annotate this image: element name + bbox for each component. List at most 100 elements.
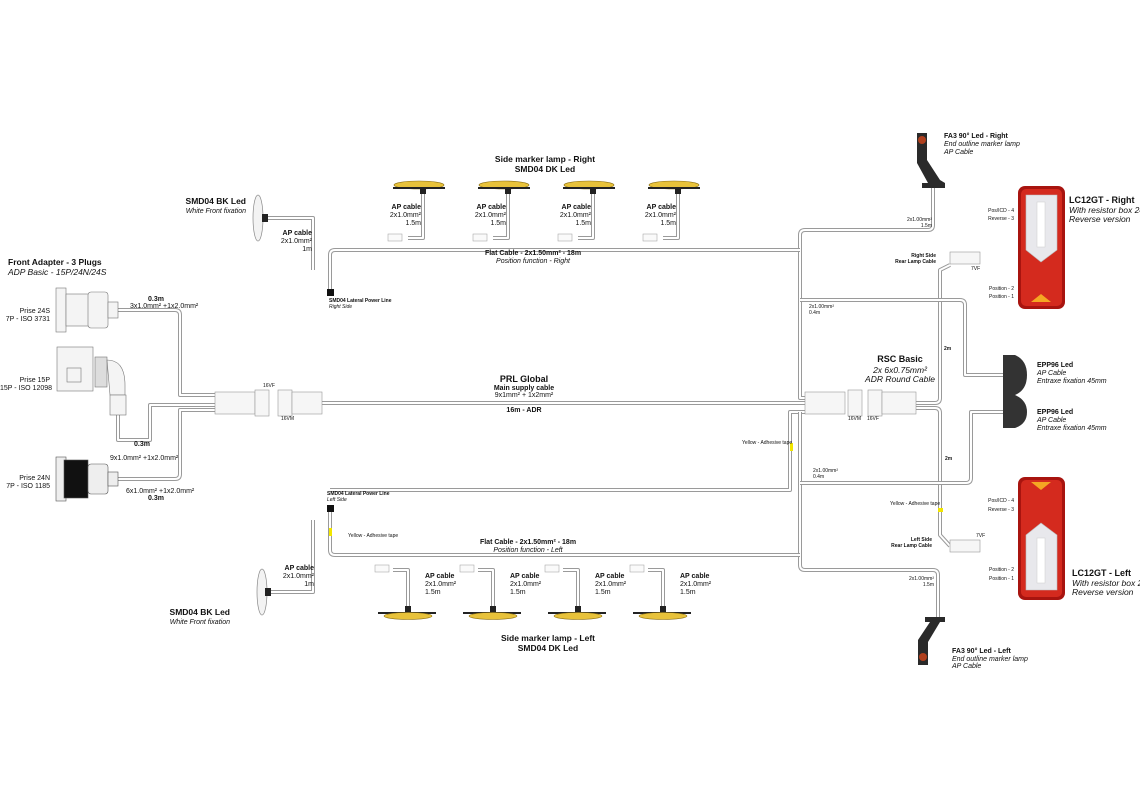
cable xyxy=(118,309,215,396)
cable-connector xyxy=(642,233,658,242)
cable-gland xyxy=(660,606,666,612)
rsc-line1: 2x 6x0.75mm² xyxy=(873,365,927,375)
branch-left-length: 0.4m xyxy=(813,474,825,480)
connector-16vm-label: 16VM xyxy=(281,416,295,422)
smd04-bk-left-cable: AP cable xyxy=(284,565,314,572)
rsc-connector-m: 16VM xyxy=(848,416,862,422)
plug-24n-spec: 7P - ISO 1185 xyxy=(6,483,50,490)
epp96-top-title: EPP96 Led xyxy=(1037,362,1074,369)
epp96-bottom-title: EPP96 Led xyxy=(1037,409,1074,416)
fa3-right-line1: End outline marker lamp xyxy=(944,141,1020,148)
plug-24s-length: 0.3m xyxy=(148,296,164,303)
rear-cable-left-title: Left Side xyxy=(910,537,932,543)
plug-24s-spec: 7P - ISO 3731 xyxy=(5,316,50,323)
side-marker-left-title: Side marker lamp - Left xyxy=(500,633,596,643)
rsc-connector-f: 16VF xyxy=(867,416,879,422)
plug-24s-name: Prise 24S xyxy=(19,308,50,315)
cable-connector xyxy=(472,233,488,242)
cable xyxy=(916,406,952,548)
plug-24n-length: 0.3m xyxy=(148,495,164,502)
cable-gland xyxy=(420,188,426,194)
cable xyxy=(563,569,579,608)
smd04-bk-left-subtitle: White Front fixation xyxy=(169,619,230,626)
cable xyxy=(329,512,800,556)
plug-15p-name: Prise 15P xyxy=(19,377,50,384)
cable-gland xyxy=(490,606,496,612)
fa3-right-icon xyxy=(917,133,945,188)
front-adapter-title: Front Adapter - 3 Plugs xyxy=(8,257,102,267)
lc12gt-right-pin: Position - 2 xyxy=(988,286,1014,292)
cable xyxy=(393,569,409,608)
lamp-base xyxy=(393,187,445,189)
lc12gt-left-pin: Reverse - 3 xyxy=(988,507,1014,513)
plug-24n-name: Prise 24N xyxy=(19,475,50,482)
power-line-left-connector xyxy=(327,505,334,512)
rear-cable-right-length: 2m xyxy=(944,346,952,352)
smd04-bk-right-cable: AP cable xyxy=(282,230,312,237)
lc12gt-right-title: LC12GT - Right xyxy=(1069,195,1135,205)
branch-right-length: 0.4m xyxy=(809,310,821,316)
cable-connector xyxy=(459,564,475,573)
cable xyxy=(493,192,509,239)
lamp-base xyxy=(478,187,530,189)
epp96-bottom-line2: Entraxe fixation 45mm xyxy=(1037,425,1107,432)
side-marker-right-lamp-cable: AP cable xyxy=(391,204,421,211)
cable xyxy=(478,569,494,608)
plug-24s-cable: 3x1.0mm² +1x2.0mm² xyxy=(130,303,199,310)
cable-connector xyxy=(629,564,645,573)
tape-right-icon xyxy=(938,508,943,512)
lamp-base xyxy=(648,187,700,189)
cable xyxy=(118,409,215,480)
lc12gt-left-pin: Position - 2 xyxy=(988,567,1014,573)
side-marker-left-lamp-section: 2x1.0mm² xyxy=(680,581,712,588)
side-marker-left-lamp-length: 1.5m xyxy=(680,589,696,596)
fa3-left-line2: AP Cable xyxy=(952,663,982,670)
cable xyxy=(330,411,805,491)
side-marker-left-lamp-icon xyxy=(638,612,688,620)
epp96-bottom-icon xyxy=(1003,395,1027,428)
fa3-left-title: FA3 90° Led - Left xyxy=(952,648,1011,655)
prl-subtitle: Main supply cable xyxy=(493,385,555,392)
front-adapter-subtitle: ADP Basic - 15P/24N/24S xyxy=(8,267,107,277)
power-line-left-title: SMD04 Lateral Power Line xyxy=(327,491,390,497)
lc12gt-right-pin: Pos/ICD - 4 xyxy=(988,208,1014,214)
cable xyxy=(800,299,1003,376)
prl-length: 16m - ADR xyxy=(506,407,542,414)
side-marker-left-lamp-length: 1.5m xyxy=(425,589,441,596)
side-marker-left-lamp-length: 1.5m xyxy=(595,589,611,596)
side-marker-left-lamp-section: 2x1.0mm² xyxy=(425,581,457,588)
rear-cable-left-length: 2m xyxy=(945,456,953,462)
rear-cable-left-subtitle: Rear Lamp Cable xyxy=(891,543,932,549)
lc12gt-left-line1: With resistor box 24V xyxy=(1072,578,1140,588)
cable-gland xyxy=(575,606,581,612)
lamp-base xyxy=(563,187,615,189)
fa3-left-length: 1.5m xyxy=(922,582,934,588)
side-marker-right-lamp-cable: AP cable xyxy=(476,204,506,211)
smd04-bk-right-title: SMD04 BK Led xyxy=(185,196,246,206)
plug-15p-icon xyxy=(56,346,127,416)
tape-right-label: Yellow - Adhesive tape xyxy=(890,501,941,507)
epp96-top-line1: AP Cable xyxy=(1037,370,1067,377)
cable xyxy=(328,512,800,557)
cable xyxy=(408,192,424,239)
smd04-bk-left-section: 2x1.0mm² xyxy=(282,573,314,580)
cable-gland xyxy=(405,606,411,612)
side-marker-right-subtitle: SMD04 DK Led xyxy=(514,164,576,174)
lc12gt-right-line1: With resistor box 24V xyxy=(1069,205,1140,215)
side-marker-right-lamp-length: 1.5m xyxy=(660,220,676,227)
lc12gt-right-icon xyxy=(1018,186,1065,309)
lc12gt-right-pin: Position - 1 xyxy=(988,294,1014,300)
smd04-bk-right-icon xyxy=(252,194,264,242)
tape-left-label: Yellow - Adhesive tape xyxy=(348,533,399,539)
plug-15p-spec: 15P - ISO 12098 xyxy=(0,385,53,392)
rsc-title: RSC Basic xyxy=(877,354,923,364)
plug-15p-cable: 9x1.0mm² +1x2.0mm² xyxy=(110,455,179,462)
smd04-bk-right-length: 1m xyxy=(302,246,312,253)
cable-connector xyxy=(387,233,403,242)
cable-gland xyxy=(675,188,681,194)
side-marker-right-lamp-length: 1.5m xyxy=(490,220,506,227)
cable xyxy=(916,264,951,404)
fa3-right-line2: AP Cable xyxy=(944,149,974,156)
fa3-left-line1: End outline marker lamp xyxy=(952,656,1028,663)
